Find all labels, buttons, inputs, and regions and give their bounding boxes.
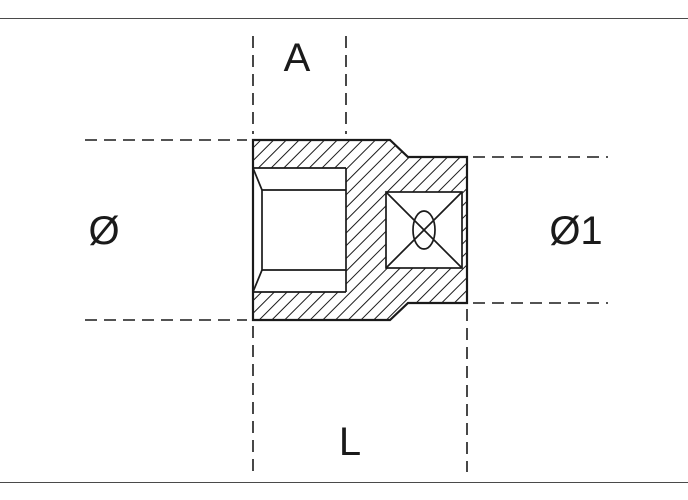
dimension-front-diameter: Ø [85, 139, 247, 321]
dimension-a: A [252, 36, 347, 134]
hex-bore-lines [252, 167, 347, 293]
socket-outline [251, 138, 469, 322]
dim-label-l: L [339, 420, 361, 464]
dim-label-a: A [284, 36, 311, 80]
entry-chamfer-bottom-line [252, 269, 263, 293]
dim-label-dia1: Ø1 [549, 209, 602, 253]
entry-chamfer-top-line [252, 167, 263, 191]
ball-detent-hole [412, 210, 436, 250]
dimension-rear-diameter: Ø1 [473, 156, 608, 304]
drive-diagonal-2 [385, 191, 463, 269]
section-hatch-fill [253, 140, 467, 320]
dimension-length: L [252, 309, 468, 472]
square-drive-hole [385, 191, 463, 269]
dim-label-dia: Ø [88, 209, 119, 253]
square-drive-outline [385, 191, 463, 269]
